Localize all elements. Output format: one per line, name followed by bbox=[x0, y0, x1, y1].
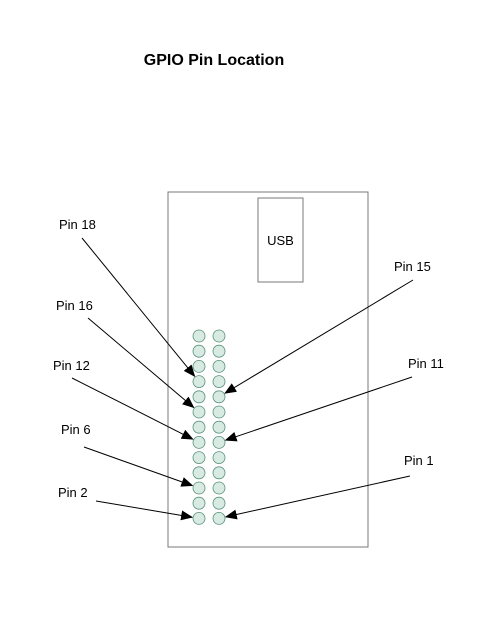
header-pin bbox=[192, 435, 206, 449]
header-pin bbox=[192, 496, 206, 510]
header-pin bbox=[192, 344, 206, 358]
usb-label: USB bbox=[267, 233, 294, 248]
header-pin bbox=[212, 390, 226, 404]
header-pin bbox=[192, 420, 206, 434]
pin-2-label: Pin 2 bbox=[58, 485, 88, 500]
pin-12-label: Pin 12 bbox=[53, 358, 90, 373]
pin-6-label: Pin 6 bbox=[61, 422, 91, 437]
pin-1-label: Pin 1 bbox=[404, 453, 434, 468]
header-pin bbox=[212, 496, 226, 510]
pin-callouts: Pin 18 Pin 16 Pin 12 Pin 6 Pin 2 Pin 15 Pin 11… bbox=[53, 217, 444, 521]
board-outline bbox=[167, 191, 369, 548]
header-pin bbox=[192, 329, 206, 343]
pin-18-arrow bbox=[81, 237, 196, 377]
pin-15-arrow bbox=[224, 279, 414, 394]
pin-15-label: Pin 15 bbox=[394, 259, 431, 274]
header-pin bbox=[212, 435, 226, 449]
header-pin bbox=[212, 405, 226, 419]
header-pin bbox=[192, 390, 206, 404]
header-pin bbox=[192, 466, 206, 480]
pin-16-label: Pin 16 bbox=[56, 298, 93, 313]
header-pin bbox=[212, 344, 226, 358]
header-pin bbox=[212, 329, 226, 343]
usb-port bbox=[257, 197, 304, 283]
header-pin bbox=[192, 481, 206, 495]
header-pin bbox=[192, 359, 206, 373]
pin-2-arrow bbox=[95, 500, 194, 521]
diagram-title: GPIO Pin Location bbox=[144, 52, 284, 69]
header-pin bbox=[192, 405, 206, 419]
header-pin bbox=[212, 375, 226, 389]
header-pin bbox=[212, 420, 226, 434]
pin-6-arrow bbox=[83, 446, 194, 487]
header-pin bbox=[212, 359, 226, 373]
pin-1-arrow bbox=[224, 475, 411, 520]
pin-12-arrow bbox=[71, 377, 194, 440]
header-pin bbox=[192, 375, 206, 389]
header-pin bbox=[212, 451, 226, 465]
pin-11-label: Pin 11 bbox=[408, 356, 444, 371]
header-pin bbox=[212, 512, 226, 525]
header-pin bbox=[212, 481, 226, 495]
pin-18-label: Pin 18 bbox=[59, 217, 96, 232]
pin-11-arrow bbox=[224, 376, 413, 442]
pin-16-arrow bbox=[87, 317, 195, 409]
header-pin bbox=[192, 512, 206, 525]
gpio-header bbox=[192, 329, 226, 525]
header-pin bbox=[192, 451, 206, 465]
header-pin bbox=[212, 466, 226, 480]
